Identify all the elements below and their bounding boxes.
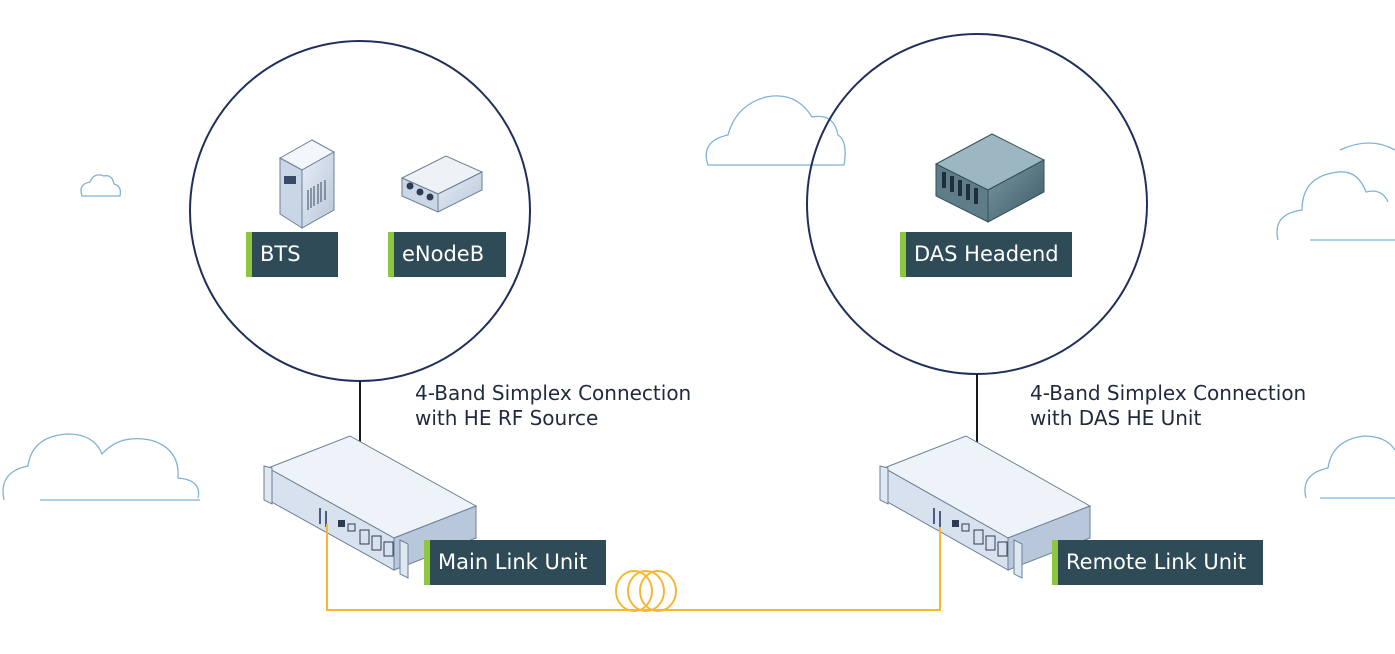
cloud-icon (1304, 435, 1395, 499)
bts-server-icon (278, 139, 336, 229)
fiber-coil-icon (615, 570, 677, 612)
enodeb-label: eNodeB (388, 232, 506, 277)
remote-link-unit-device (879, 435, 1092, 579)
main-link-unit-label: Main Link Unit (424, 540, 606, 585)
right-caption-line1: 4-Band Simplex Connection (1030, 381, 1307, 405)
main-link-unit-device (263, 435, 478, 579)
cloud-icon (1276, 142, 1395, 241)
enodeb-device-icon (400, 155, 484, 213)
cloud-icon (2, 433, 200, 501)
right-caption-line2: with DAS HE Unit (1030, 406, 1202, 430)
das-headend-label: DAS Headend (900, 232, 1072, 277)
left-caption-line1: 4-Band Simplex Connection (415, 381, 692, 405)
cloud-icon (80, 174, 122, 197)
bts-label: BTS (246, 232, 338, 277)
rf-source-circle (189, 40, 531, 382)
das-headend-icon (934, 133, 1046, 223)
cloud-icon (705, 95, 846, 166)
right-connection-caption: 4-Band Simplex Connection with DAS HE Un… (1030, 381, 1306, 431)
left-caption-line2: with HE RF Source (415, 406, 599, 430)
remote-link-unit-label: Remote Link Unit (1052, 540, 1263, 585)
left-connection-caption: 4-Band Simplex Connection with HE RF Sou… (415, 381, 691, 431)
